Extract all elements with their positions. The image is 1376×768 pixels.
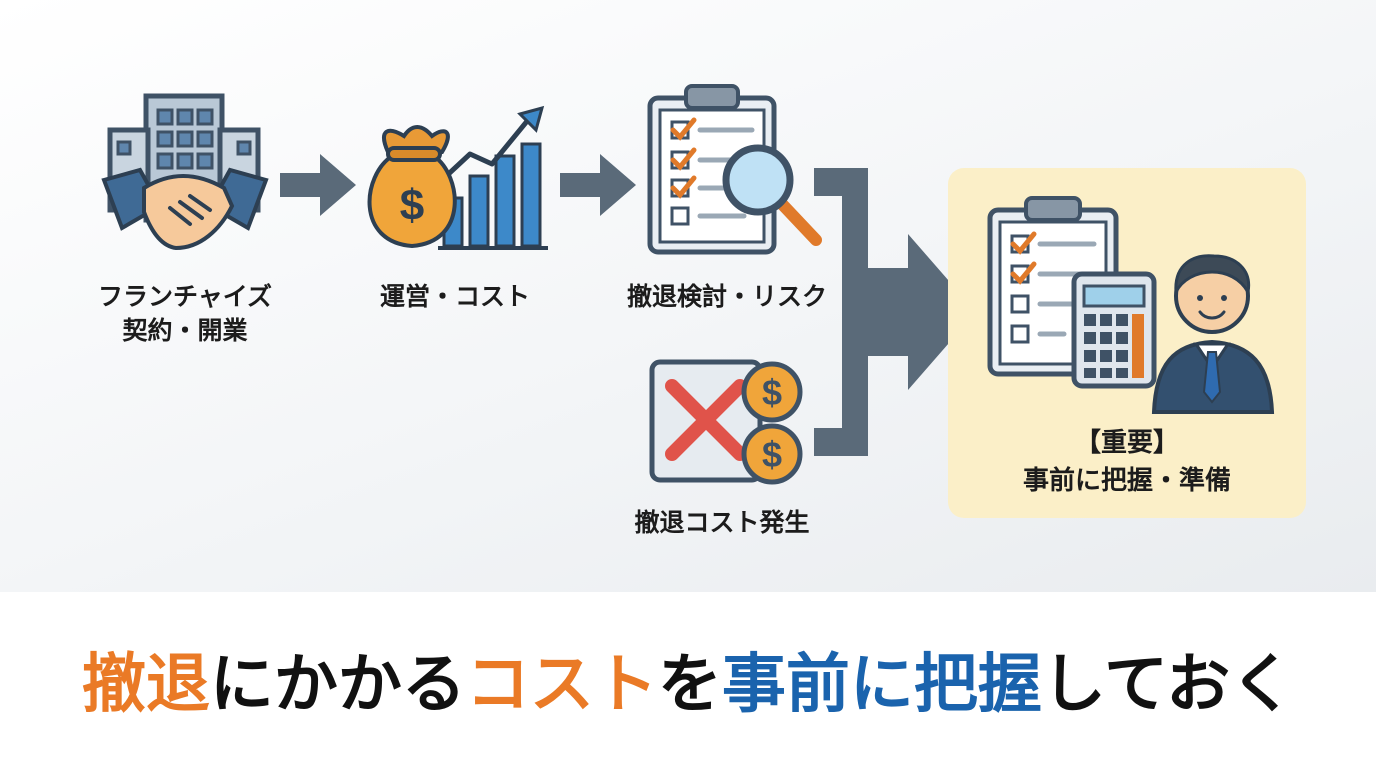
- moneybag-growth-chart-icon: $: [367, 105, 548, 250]
- result-label-line: 事前に把握・準備: [1022, 466, 1231, 496]
- tagline-wo: を: [657, 648, 722, 722]
- building-handshake-icon: [101, 93, 269, 251]
- step-label-line: 撤退検討・リスク: [626, 282, 827, 311]
- result-label-line: 【重要】: [1074, 428, 1179, 458]
- flow-arrow-1: [280, 154, 356, 216]
- step-label-line: フランチャイズ: [97, 282, 272, 311]
- flow-arrow-2: [560, 154, 636, 216]
- step-label-withdrawal-cost: 撤退コスト発生: [612, 506, 832, 540]
- svg-text:$: $: [762, 372, 782, 413]
- step-label-operation: 運営・コスト: [350, 280, 560, 314]
- result-label: 【重要】 事前に把握・準備: [948, 424, 1306, 500]
- tagline-shiteoku: しておく: [1041, 648, 1295, 722]
- step-label-withdrawal-risk: 撤退検討・リスク: [612, 280, 842, 314]
- step-label-line: 契約・開業: [122, 316, 248, 345]
- merge-arrow: [814, 168, 976, 456]
- svg-text:$: $: [400, 181, 424, 230]
- cross-coins-icon: $ $: [649, 359, 803, 485]
- tagline-cost: コスト: [465, 648, 658, 722]
- tagline-area: [0, 592, 1376, 768]
- step-label-franchise: フランチャイズ 契約・開業: [80, 280, 290, 348]
- svg-text:$: $: [762, 434, 782, 475]
- tagline: 撤退にかかるコストを事前に把握しておく: [0, 640, 1376, 730]
- step-label-line: 撤退コスト発生: [634, 508, 810, 537]
- step-label-line: 運営・コスト: [379, 282, 530, 311]
- tagline-kakaru: にかかる: [209, 648, 466, 722]
- tagline-withdrawal: 撤退: [81, 648, 210, 722]
- tagline-advance-grasp: 事前に把握: [721, 648, 1042, 722]
- checklist-magnifier-icon: [647, 84, 822, 255]
- checklist-calculator-businessman-icon: [987, 196, 1275, 414]
